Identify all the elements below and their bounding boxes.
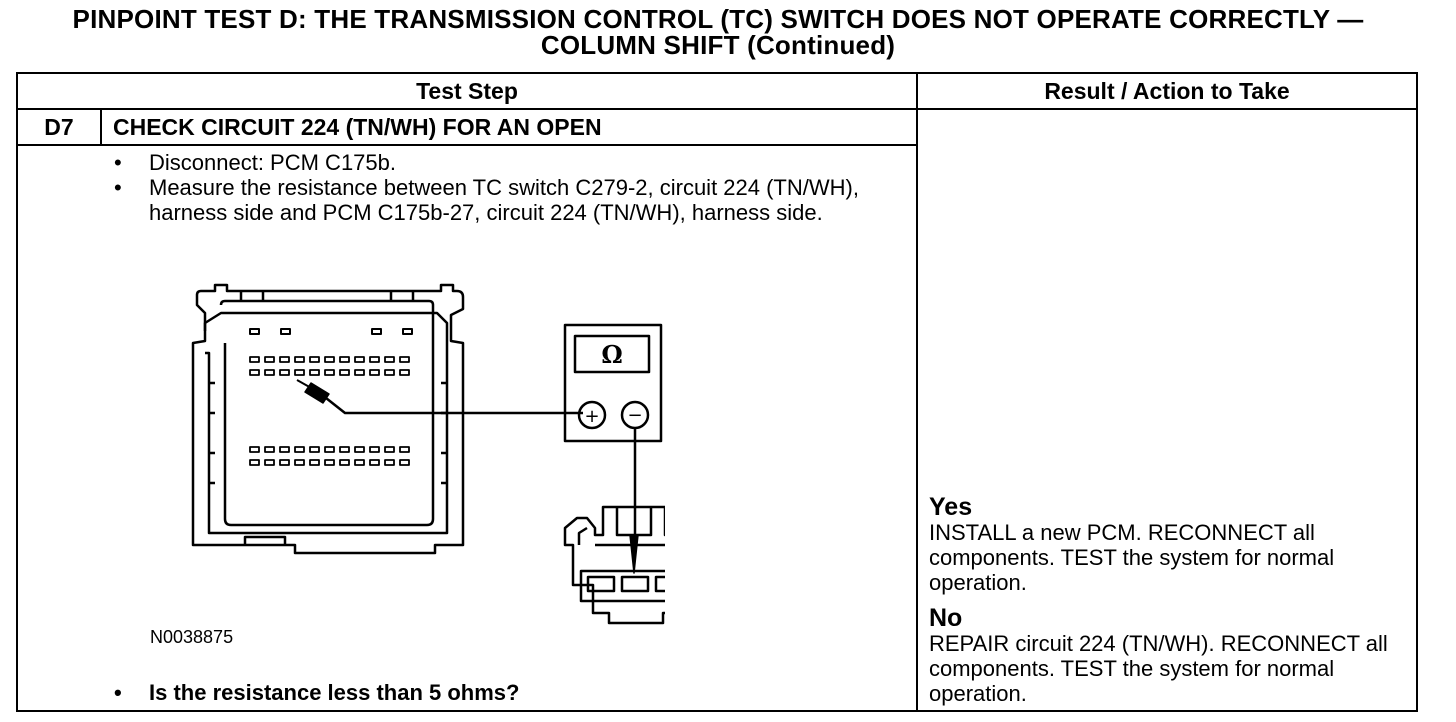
result-no-text: REPAIR circuit 224 (TN/WH). RECONNECT al…: [929, 631, 1388, 706]
meter-minus-terminal: −: [627, 405, 642, 426]
instruction-item: Disconnect: PCM C175b.: [112, 150, 912, 175]
result-no: No REPAIR circuit 224 (TN/WH). RECONNECT…: [929, 605, 1409, 706]
figure-id: N0038875: [150, 627, 234, 647]
instruction-list: Disconnect: PCM C175b. Measure the resis…: [112, 150, 912, 225]
step-question: Is the resistance less than 5 ohms?: [112, 680, 519, 706]
result-yes: Yes INSTALL a new PCM. RECONNECT all com…: [929, 494, 1409, 595]
step-row-divider: [16, 144, 918, 146]
pcm-connector-figure: [191, 283, 465, 555]
tc-switch-connector-figure: [563, 505, 665, 625]
page-title: PINPOINT TEST D: THE TRANSMISSION CONTRO…: [0, 6, 1436, 58]
instruction-item: Measure the resistance between TC switch…: [112, 175, 912, 225]
result-yes-text: INSTALL a new PCM. RECONNECT all compone…: [929, 520, 1335, 595]
wiring-diagram: Ω + −: [191, 283, 665, 625]
result-no-label: No: [929, 604, 963, 632]
header-result-action: Result / Action to Take: [1044, 78, 1290, 104]
header-divider: [16, 108, 1418, 110]
step-title: CHECK CIRCUIT 224 (TN/WH) FOR AN OPEN: [113, 114, 602, 140]
test-table: [16, 72, 1418, 712]
column-divider: [916, 72, 918, 712]
title-line-2: COLUMN SHIFT (Continued): [540, 30, 896, 60]
meter-plus-terminal: +: [584, 406, 599, 427]
pcm-probe: [296, 379, 583, 415]
title-line-1: PINPOINT TEST D: THE TRANSMISSION CONTRO…: [72, 4, 1364, 34]
step-id: D7: [44, 114, 74, 140]
header-test-step: Test Step: [416, 78, 518, 104]
ohmmeter: Ω + −: [563, 323, 663, 553]
result-yes-label: Yes: [929, 493, 973, 521]
step-id-divider: [100, 108, 102, 146]
ohm-symbol: Ω: [601, 340, 622, 369]
